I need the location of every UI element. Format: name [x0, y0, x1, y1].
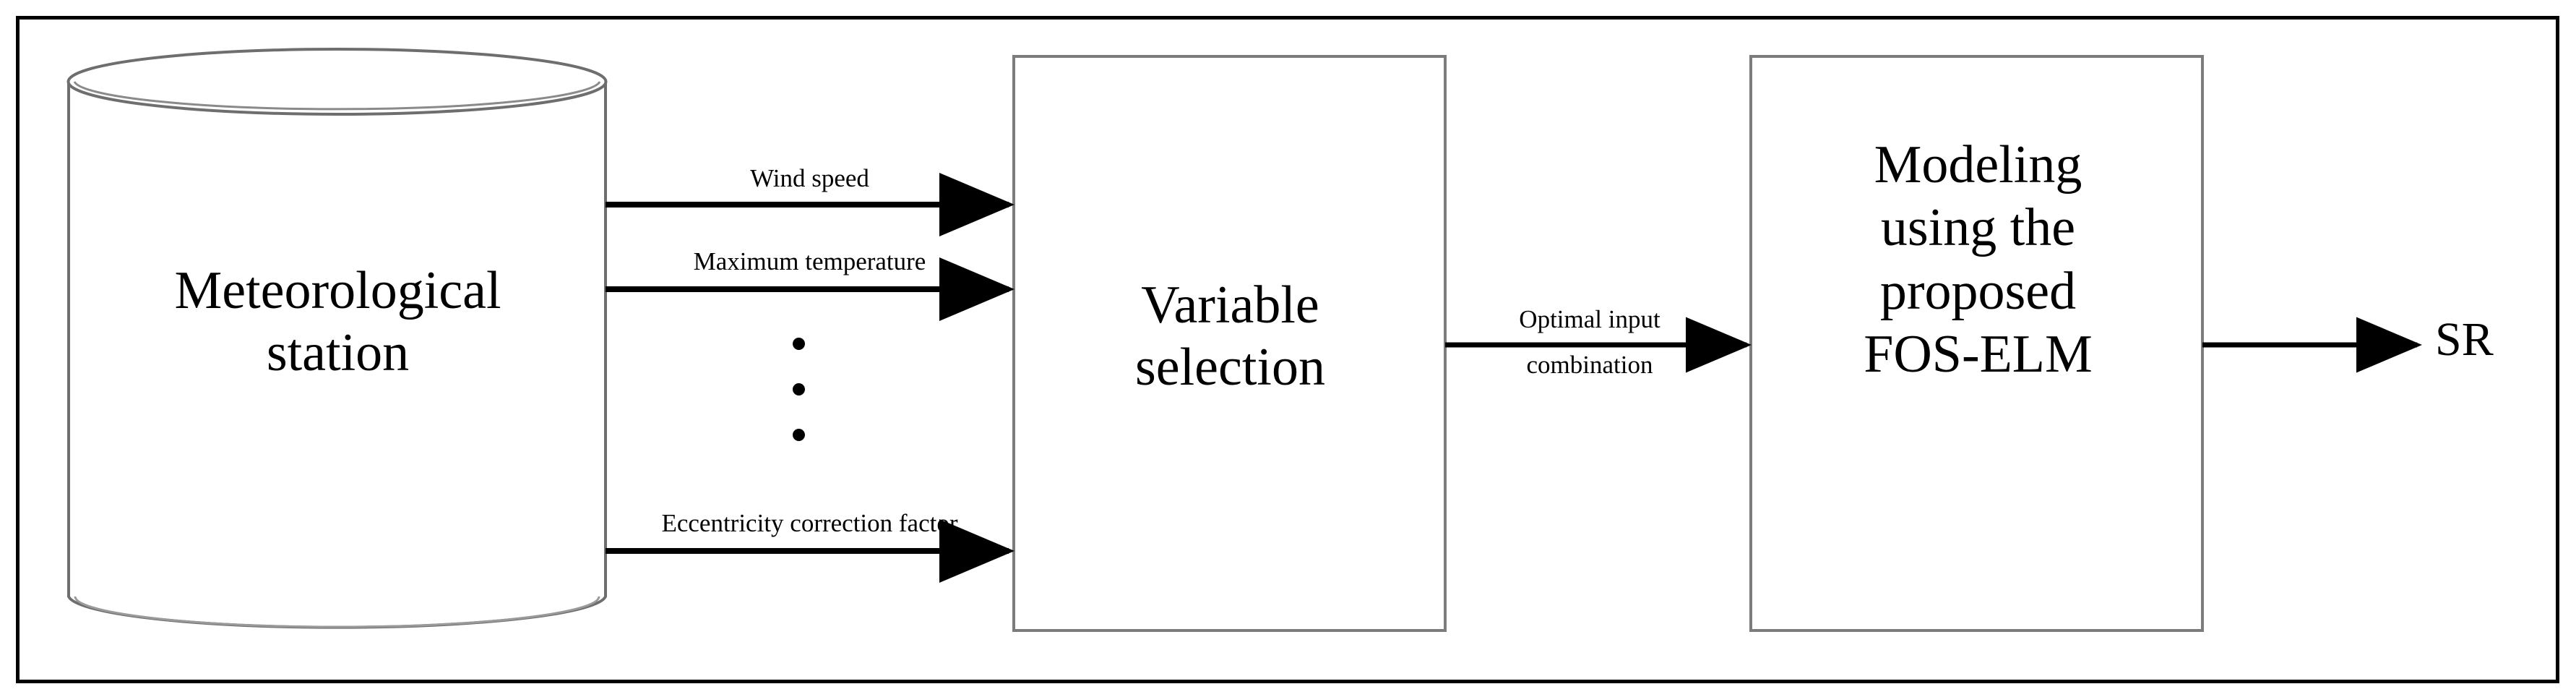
edge-label-wind-speed: Wind speed — [750, 164, 869, 192]
edge-label-combination: combination — [1526, 351, 1653, 379]
modeling-label: Modeling using the proposed FOS-ELM — [1864, 135, 2093, 384]
edge-label-eccentricity-correction-factor: Eccentricity correction factor — [661, 509, 958, 537]
diagram-frame — [16, 16, 2559, 683]
ellipsis-dot-2 — [793, 383, 805, 395]
edge-label-maximum-temperature: Maximum temperature — [693, 247, 926, 275]
variable-selection-label: Variable selection — [1134, 275, 1325, 397]
data-source-label: Meteorological station — [174, 261, 501, 382]
ellipsis-dot-3 — [793, 429, 805, 441]
ellipsis-dot-1 — [793, 338, 805, 350]
edge-label-optimal-input: Optimal input — [1519, 305, 1660, 333]
output-label-sr: SR — [2435, 313, 2494, 366]
